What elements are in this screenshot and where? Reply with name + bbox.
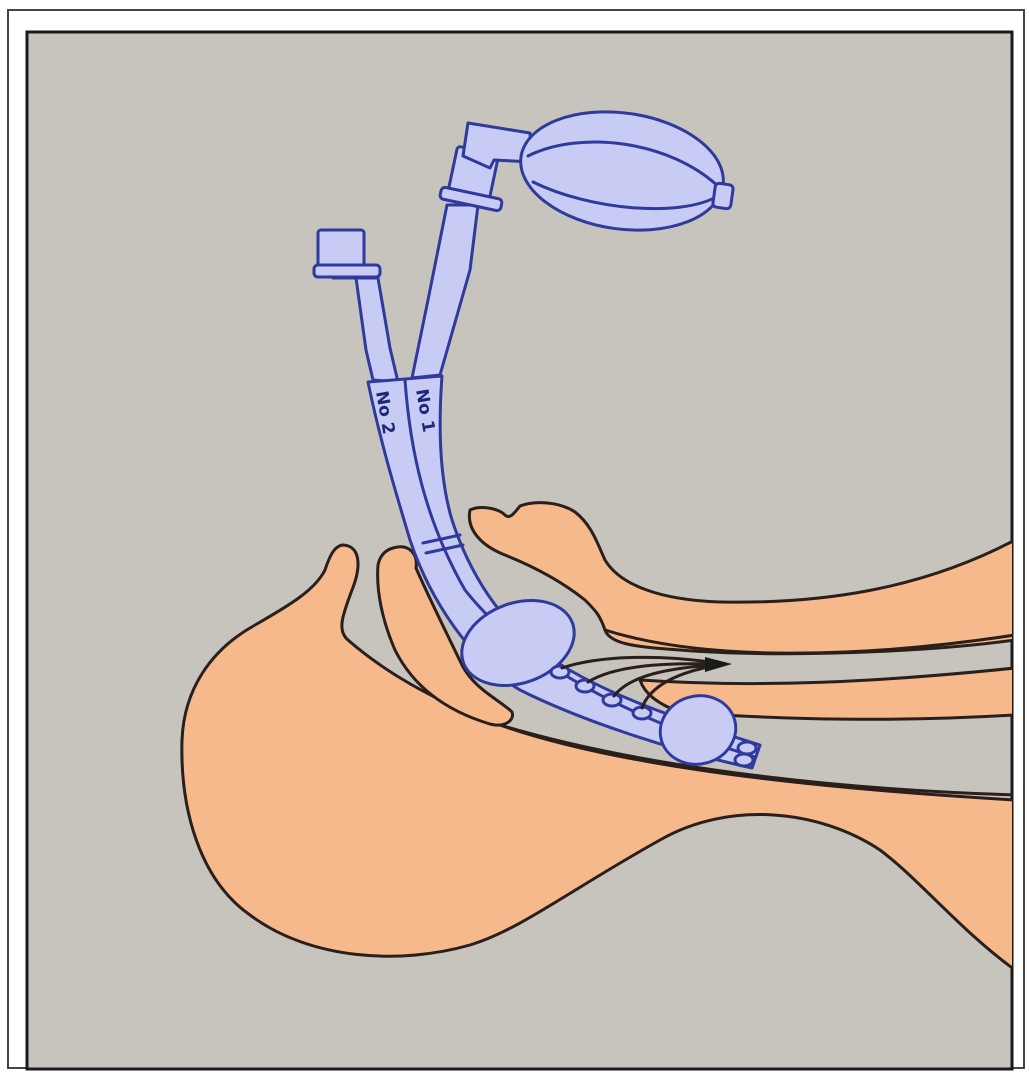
side-hole	[603, 694, 621, 706]
distal-tip-opening	[738, 742, 756, 754]
bag-end-cap	[712, 183, 733, 209]
lumen-2-collar	[314, 265, 380, 277]
side-hole	[576, 680, 594, 692]
distal-tip-opening	[735, 754, 753, 766]
